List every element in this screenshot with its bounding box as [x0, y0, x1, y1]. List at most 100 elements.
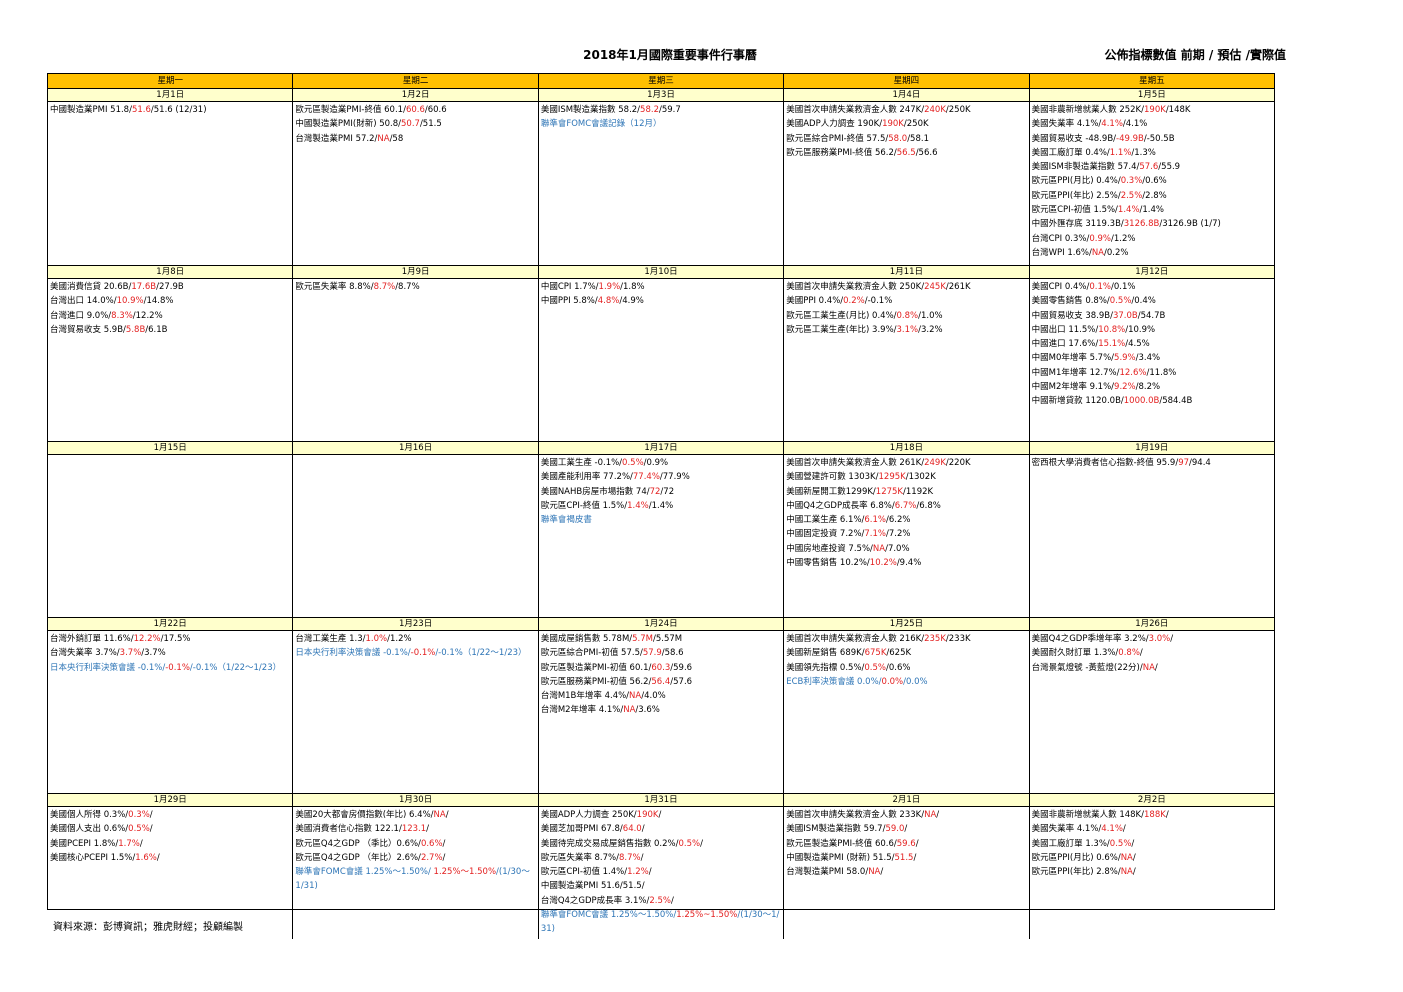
event-text: 美國CPI 0.4%/: [1031, 282, 1090, 292]
forecast-value: 1000.0B: [1123, 396, 1160, 407]
event-text: 歐元區製造業PMI-終值 60.6/: [786, 838, 897, 849]
event-text: /0.2%: [1104, 247, 1129, 258]
forecast-value: 675K: [864, 648, 887, 659]
forecast-value: NA: [1091, 247, 1105, 258]
day-cell: 1月15日: [48, 442, 294, 617]
event-text: 台灣WPI 1.6%/: [1031, 247, 1092, 258]
event-text: /8.2%: [1135, 382, 1161, 393]
event-item: 中國製造業PMI (財新) 51.5/51.5/: [786, 851, 1026, 865]
event-text: /58: [389, 133, 404, 144]
event-text: /: [149, 824, 153, 835]
event-item: 歐元區PPI(年比) 2.8%/NA/: [1032, 865, 1272, 879]
forecast-value: NA: [377, 133, 390, 144]
event-text: /: [445, 810, 449, 820]
day-date: 1月3日: [538, 89, 784, 102]
day-cell: 1月17日美國工業生產 -0.1%/0.5%/0.9%美國產能利用率 77.2%…: [538, 442, 785, 617]
forecast-value: -0.1%: [410, 648, 436, 659]
event-text: /: [139, 838, 143, 849]
event-text: /6.1B: [145, 324, 168, 335]
event-text: /7.0%: [885, 543, 910, 554]
event-item: 歐元區CPI-初值 1.5%/1.4%/1.4%: [1032, 203, 1272, 217]
event-text: /1.4%: [1139, 205, 1164, 216]
event-text: /1.8%: [620, 282, 645, 292]
event-text: /9.4%: [896, 558, 922, 569]
event-text: /: [156, 852, 160, 863]
event-item: 台灣WPI 1.6%/NA/0.2%: [1032, 246, 1272, 260]
event-item: 美國ISM製造業指數 58.2/58.2/59.7: [541, 103, 781, 117]
event-list: 美國工業生產 -0.1%/0.5%/0.9%美國產能利用率 77.2%/77.4…: [539, 455, 783, 528]
event-item: 台灣工業生產 1.3/1.0%/1.2%: [295, 632, 535, 646]
event-item: 中國Q4之GDP成長率 6.8%/6.7%/6.8%: [786, 499, 1026, 513]
event-item: 美國首次申請失業救濟金人數 261K/249K/220K: [786, 456, 1026, 470]
event-text: 中國房地產投資 7.5%/: [786, 543, 873, 554]
event-item: 美國ADP人力調查 250K/190K/: [541, 808, 781, 822]
event-item: 歐元區PPI(月比) 0.4%/0.3%/0.6%: [1032, 174, 1272, 188]
event-item: 美國工廠訂單 1.3%/0.5%/: [1032, 837, 1272, 851]
event-item: 日本央行利率決策會議 -0.1%/-0.1%/-0.1%（1/22～1/23）: [295, 646, 535, 660]
day-date: 1月22日: [48, 618, 293, 631]
day-date: 1月11日: [784, 266, 1029, 279]
event-text: 歐元區綜合PMI-終值 57.5/: [786, 133, 889, 144]
event-list: 密西根大學消費者信心指數-終值 95.9/97/94.4: [1030, 455, 1274, 471]
event-text: 美國首次申請失業救濟金人數 233K/: [786, 810, 925, 820]
event-item: 美國PPI 0.4%/0.2%/-0.1%: [786, 294, 1026, 308]
forecast-value: 5.8B: [125, 324, 146, 335]
event-item: 美國CPI 0.4%/0.1%/0.1%: [1032, 280, 1272, 294]
event-text: 台灣工業生產 1.3/: [295, 634, 366, 644]
event-text: 中國M2年增率 9.1%/: [1031, 382, 1115, 393]
day-date: 1月2日: [293, 89, 538, 102]
forecast-value: 5.7M: [632, 634, 653, 644]
event-text: 美國ADP人力調查 250K/: [540, 810, 637, 820]
day-cell: 1月26日美國Q4之GDP季增年率 3.2%/3.0%/美國耐久財訂單 1.3%…: [1029, 618, 1275, 793]
event-text: /72: [660, 486, 675, 497]
forecast-value: 8.7%: [618, 852, 641, 863]
calendar-weeks: 1月1日中國製造業PMI 51.8/51.6/51.6 (12/31)1月2日歐…: [48, 89, 1275, 939]
event-text: /0.0%: [903, 676, 928, 687]
event-text: 歐元區失業率 8.8%/: [295, 282, 374, 292]
forecast-value: 190K: [636, 810, 659, 820]
event-text: /: [1165, 810, 1169, 820]
event-text: /0.1%: [1110, 282, 1136, 292]
forecast-value: NA: [623, 705, 636, 716]
event-item: 美國成屋銷售數 5.78M/5.7M/5.57M: [541, 632, 781, 646]
event-text: 美國工廠訂單 1.3%/: [1031, 838, 1110, 849]
event-text: 美國ADP人力調查 190K/: [786, 119, 883, 130]
event-item: 美國ADP人力調查 190K/190K/250K: [786, 117, 1026, 131]
event-text: /3.6%: [635, 705, 660, 716]
event-text: 歐元區綜合PMI-初值 57.5/: [540, 648, 643, 659]
forecast-value: 6.7%: [894, 500, 917, 511]
event-text: 美國耐久財訂單 1.3%/: [1031, 648, 1119, 659]
event-item: 美國貿易收支 -48.9B/-49.9B/-50.5B: [1032, 132, 1272, 146]
event-item: 美國PCEPI 1.8%/1.7%/: [50, 837, 290, 851]
event-item: 美國非農新增就業人數 148K/188K/: [1032, 808, 1272, 822]
event-text: 台灣貿易收支 5.9B/: [50, 324, 126, 335]
event-text: 中國M0年增率 5.7%/: [1031, 353, 1115, 364]
day-date: 1月5日: [1029, 89, 1275, 102]
forecast-value: 240K: [924, 105, 946, 115]
forecast-value: 1.4%: [627, 500, 649, 511]
event-text: 美國ISM非製造業指數 57.4/: [1031, 162, 1140, 173]
event-item: 美國20大都會房價指數(年比) 6.4%/NA/: [295, 808, 535, 822]
event-item: 美國芝加哥PMI 67.8/64.0/: [541, 822, 781, 836]
event-list: [293, 455, 537, 457]
day-date: 1月17日: [538, 442, 784, 455]
event-list: 中國CPI 1.7%/1.9%/1.8%中國PPI 5.8%/4.8%/4.9%: [539, 279, 783, 310]
event-item: 歐元區工業生產(年比) 3.9%/3.1%/3.2%: [786, 323, 1026, 337]
event-text: 聯準會FOMC會議記錄（12月）: [540, 119, 662, 130]
weekday-header: 星期四: [784, 74, 1030, 88]
event-item: 歐元區綜合PMI-終值 57.5/58.0/58.1: [786, 132, 1026, 146]
event-item: 中國房地產投資 7.5%/NA/7.0%: [786, 542, 1026, 556]
forecast-value: 0.3%: [128, 810, 150, 820]
forecast-value: 0.5%: [678, 838, 701, 849]
event-item: 中國M0年增率 5.7%/5.9%/3.4%: [1032, 351, 1272, 365]
event-item: 聯準會FOMC會議 1.25%～1.50%/1.25%~1.50%/(1/30～…: [541, 908, 781, 937]
event-text: 歐元區CPI-初值 1.5%/: [1031, 205, 1118, 216]
event-text: /1302K: [905, 472, 936, 483]
event-item: 歐元區失業率 8.7%/8.7%/: [541, 851, 781, 865]
forecast-value: 1.2%: [627, 867, 649, 878]
event-text: 台灣M2年增率 4.1%/: [540, 705, 624, 716]
